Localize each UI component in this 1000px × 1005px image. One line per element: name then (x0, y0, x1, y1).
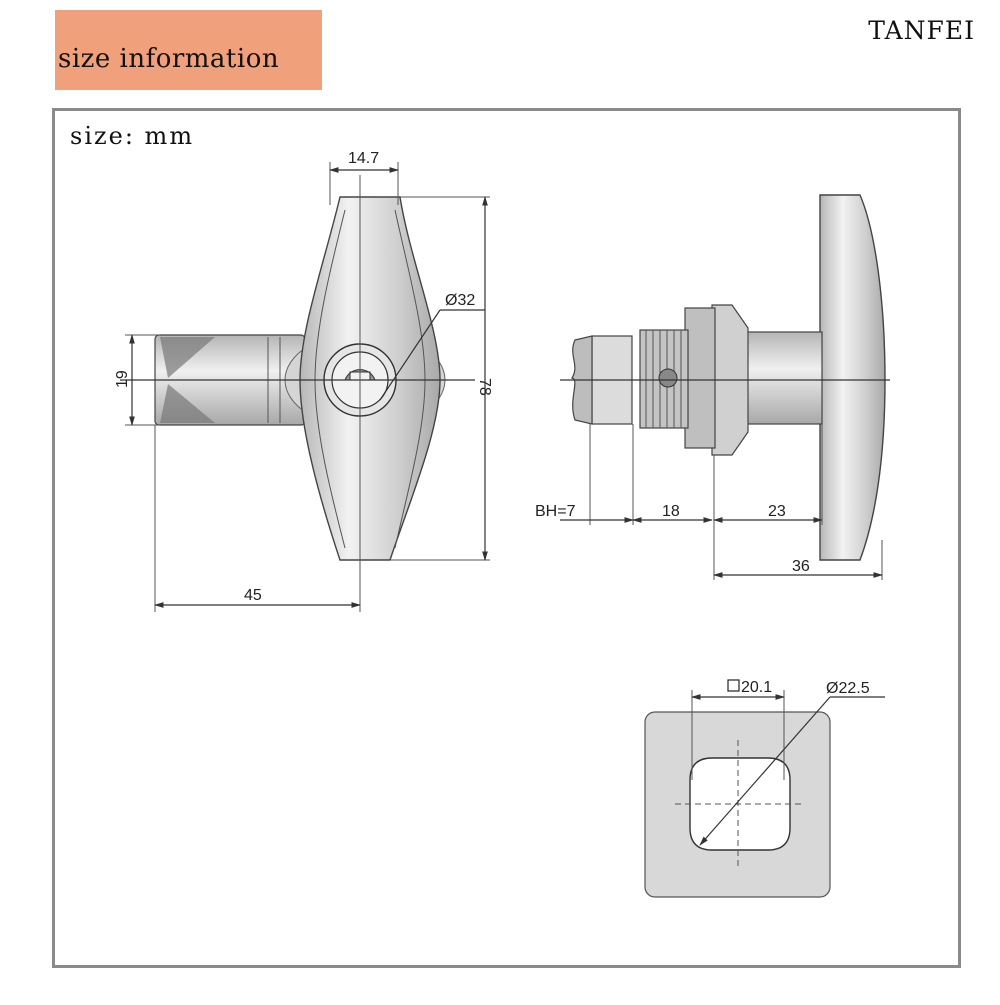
units-label: size: mm (70, 122, 195, 150)
dim-length: 45 (244, 587, 262, 604)
dim-thread: 18 (662, 503, 680, 520)
dim-bh: BH=7 (535, 503, 576, 520)
square-symbol (727, 679, 740, 692)
dim-diameter: Ø32 (445, 292, 475, 309)
dim-width: 14.7 (348, 150, 379, 167)
dim-shaft: 23 (768, 503, 786, 520)
front-view: 14.7 Ø32 78 19 45 (114, 150, 493, 612)
side-view: BH=7 18 23 36 (535, 194, 890, 580)
panel-cutout-view: 20.1 Ø22.5 (644, 679, 885, 898)
dim-overall: 36 (792, 558, 810, 575)
dim-cutout-diameter: Ø22.5 (826, 680, 870, 697)
drawing-frame (52, 108, 961, 968)
dim-square: 20.1 (741, 679, 772, 696)
dim-cam-height: 19 (114, 370, 131, 388)
dim-height: 78 (476, 378, 493, 396)
handle-plate-side (819, 194, 886, 561)
header-badge: size information (55, 10, 322, 90)
header-badge-text: size information (58, 44, 280, 74)
brand-name: TANFEI (868, 16, 975, 45)
